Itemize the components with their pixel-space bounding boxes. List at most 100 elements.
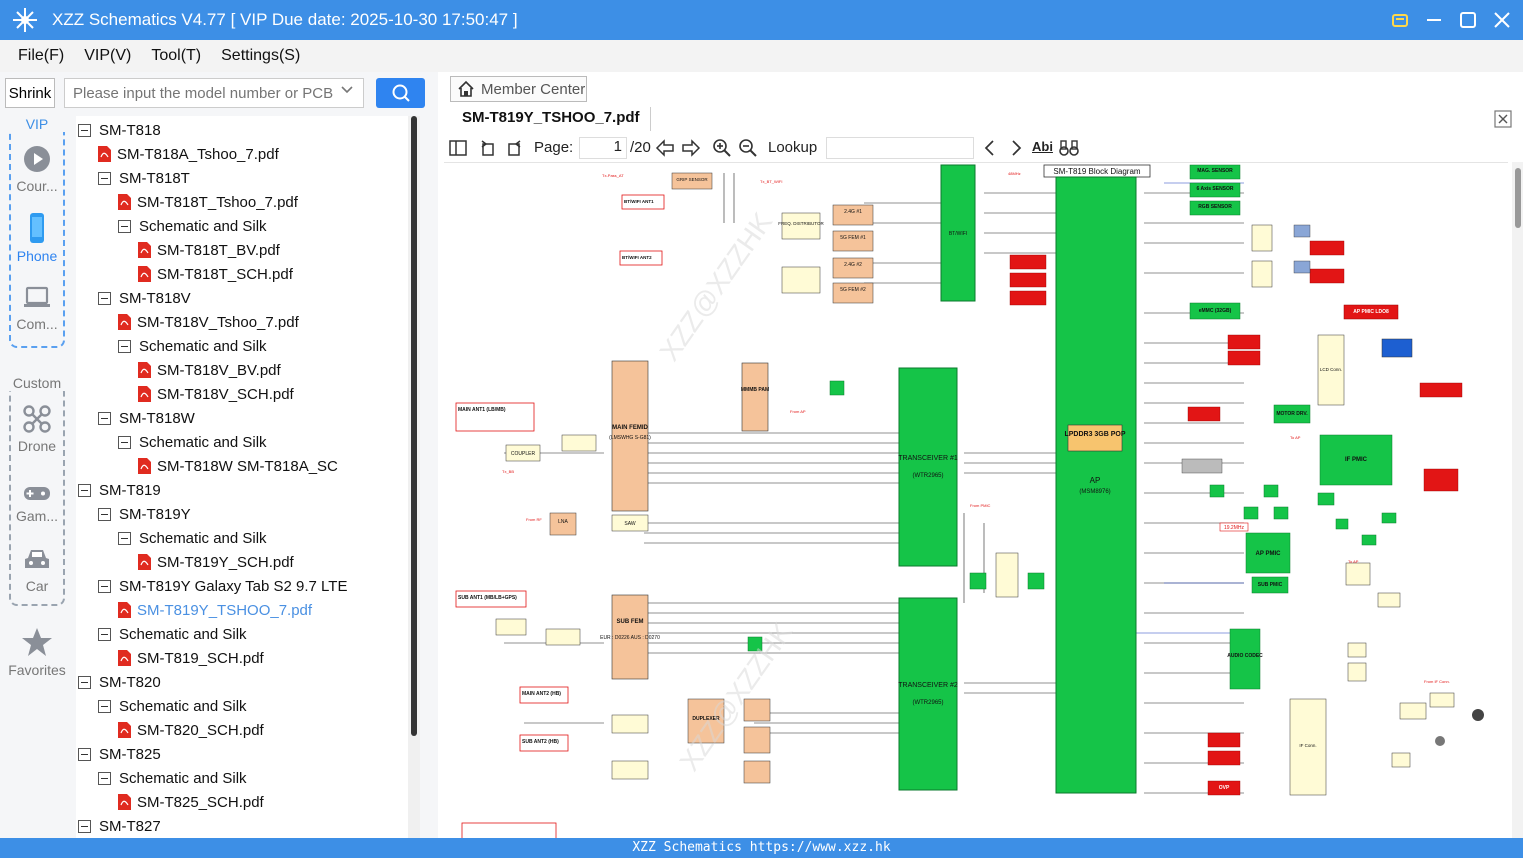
shrink-button[interactable]: Shrink xyxy=(5,78,55,108)
menu-settings[interactable]: Settings(S) xyxy=(221,47,301,64)
find-next-icon[interactable] xyxy=(1006,138,1026,158)
svg-text:Tx-Pass_AT: Tx-Pass_AT xyxy=(602,173,624,178)
minimize-icon[interactable] xyxy=(1423,9,1445,31)
tree-file[interactable]: SM-T818W SM-T818A_SC xyxy=(138,454,338,478)
tree-file[interactable]: SM-T818T_Tshoo_7.pdf xyxy=(118,190,298,214)
tree-folder[interactable]: Schematic and Silk xyxy=(98,622,247,646)
collapse-toggle-icon[interactable] xyxy=(98,411,111,425)
close-tab-icon[interactable] xyxy=(1494,110,1512,128)
tree-item-label: Schematic and Silk xyxy=(139,433,267,451)
category-phone[interactable]: Phone xyxy=(0,212,74,264)
ap-label: AP xyxy=(1090,476,1101,485)
collapse-toggle-icon[interactable] xyxy=(98,171,111,185)
viewer-toolbar: Page: 1 /20 Lookup Abi xyxy=(440,134,1523,162)
tree-item-label: SM-T819 xyxy=(99,481,161,499)
tab-current-document[interactable]: SM-T819Y_TSHOO_7.pdf xyxy=(462,109,640,126)
pdf-page[interactable]: SM-T819 Block Diagram LPDDR3 3GB POP AP … xyxy=(444,162,1508,838)
coupler-block xyxy=(505,444,541,462)
tree-folder[interactable]: Schematic and Silk xyxy=(118,526,267,550)
sidebar-toggle-icon[interactable] xyxy=(448,138,468,158)
tree-file[interactable]: SM-T820_SCH.pdf xyxy=(118,718,264,742)
tree-folder[interactable]: Schematic and Silk xyxy=(118,214,267,238)
collapse-toggle-icon[interactable] xyxy=(118,339,131,353)
phone-icon xyxy=(30,213,44,243)
tree-folder[interactable]: SM-T819Y xyxy=(98,502,191,526)
tree-file[interactable]: SM-T819Y_SCH.pdf xyxy=(138,550,294,574)
lookup-input[interactable] xyxy=(826,137,974,159)
earphone-icon xyxy=(1435,736,1445,746)
member-center-button[interactable]: Member Center xyxy=(450,76,587,102)
tree-folder[interactable]: Schematic and Silk xyxy=(98,694,247,718)
collapse-toggle-icon[interactable] xyxy=(98,507,111,521)
lookup-label: Lookup xyxy=(768,139,818,156)
collapse-toggle-icon[interactable] xyxy=(118,435,131,449)
collapse-toggle-icon[interactable] xyxy=(98,579,111,593)
chevron-down-icon[interactable] xyxy=(340,85,354,95)
collapse-toggle-icon[interactable] xyxy=(98,699,111,713)
collapse-toggle-icon[interactable] xyxy=(98,771,111,785)
rotate-left-icon[interactable] xyxy=(478,138,498,158)
collapse-toggle-icon[interactable] xyxy=(118,531,131,545)
tree-folder[interactable]: Schematic and Silk xyxy=(118,430,267,454)
tree-item-label: SM-T825 xyxy=(99,745,161,763)
menu-vip[interactable]: VIP(V) xyxy=(84,47,132,64)
tree-folder[interactable]: SM-T818T xyxy=(98,166,190,190)
page-input[interactable]: 1 xyxy=(579,137,627,159)
category-computer[interactable]: Com... xyxy=(0,284,74,332)
zoom-in-icon[interactable] xyxy=(712,138,732,158)
find-prev-icon[interactable] xyxy=(980,138,1000,158)
tree-folder[interactable]: SM-T818 xyxy=(78,118,161,142)
collapse-toggle-icon[interactable] xyxy=(78,819,91,833)
category-courses[interactable]: Cour... xyxy=(0,144,74,194)
tree-folder[interactable]: SM-T820 xyxy=(78,670,161,694)
close-icon[interactable] xyxy=(1491,9,1513,31)
tree-file[interactable]: SM-T825_SCH.pdf xyxy=(118,790,264,814)
search-input[interactable] xyxy=(64,78,364,108)
menu-tool[interactable]: Tool(T) xyxy=(151,47,202,64)
collapse-toggle-icon[interactable] xyxy=(78,747,91,761)
collapse-toggle-icon[interactable] xyxy=(78,123,91,137)
rotate-right-icon[interactable] xyxy=(504,138,524,158)
tree-file[interactable]: SM-T818A_Tshoo_7.pdf xyxy=(98,142,279,166)
vip-badge-icon[interactable] xyxy=(1389,9,1411,31)
menu-file[interactable]: File(F) xyxy=(18,47,65,64)
tree-folder[interactable]: SM-T825 xyxy=(78,742,161,766)
tree-file[interactable]: SM-T818T_BV.pdf xyxy=(138,238,280,262)
category-car[interactable]: Car xyxy=(0,546,74,594)
collapse-toggle-icon[interactable] xyxy=(78,483,91,497)
next-page-icon[interactable] xyxy=(680,138,702,158)
tree-file[interactable]: SM-T819Y_TSHOO_7.pdf xyxy=(118,598,312,622)
category-games[interactable]: Gam... xyxy=(0,482,74,524)
document-scrollbar[interactable] xyxy=(1512,162,1523,838)
document-scroll-thumb[interactable] xyxy=(1515,168,1521,228)
fem-2g1-label: 2.4G #1 xyxy=(844,209,862,215)
prev-page-icon[interactable] xyxy=(654,138,676,158)
tree-folder[interactable]: Schematic and Silk xyxy=(98,766,247,790)
category-drone[interactable]: Drone xyxy=(0,404,74,454)
tree-folder[interactable]: SM-T818V xyxy=(98,286,191,310)
tree-item-label: SM-T818A_Tshoo_7.pdf xyxy=(117,145,279,163)
tree-folder[interactable]: SM-T819Y Galaxy Tab S2 9.7 LTE xyxy=(98,574,347,598)
category-favorites[interactable]: Favorites xyxy=(0,626,74,678)
search-button[interactable] xyxy=(376,78,425,108)
freq-dist-label: FREQ. DISTRIBUTOR xyxy=(778,221,824,226)
collapse-toggle-icon[interactable] xyxy=(98,627,111,641)
tree-file[interactable]: SM-T819_SCH.pdf xyxy=(118,646,264,670)
svg-text:48MHz: 48MHz xyxy=(1008,171,1021,176)
zoom-out-icon[interactable] xyxy=(738,138,758,158)
binoculars-icon[interactable] xyxy=(1058,138,1080,158)
tree-folder[interactable]: SM-T818W xyxy=(98,406,195,430)
tree-folder[interactable]: Schematic and Silk xyxy=(118,334,267,358)
collapse-toggle-icon[interactable] xyxy=(78,675,91,689)
tree-file[interactable]: SM-T818V_Tshoo_7.pdf xyxy=(118,310,299,334)
collapse-toggle-icon[interactable] xyxy=(118,219,131,233)
tree-folder[interactable]: SM-T827 xyxy=(78,814,161,838)
maximize-icon[interactable] xyxy=(1457,9,1479,31)
tree-folder[interactable]: SM-T819 xyxy=(78,478,161,502)
tree-file[interactable]: SM-T818V_SCH.pdf xyxy=(138,382,294,406)
collapse-toggle-icon[interactable] xyxy=(98,291,111,305)
match-case-icon[interactable]: Abi xyxy=(1032,139,1053,154)
tree-file[interactable]: SM-T818T_SCH.pdf xyxy=(138,262,293,286)
tree-scroll-thumb[interactable] xyxy=(411,116,417,736)
tree-file[interactable]: SM-T818V_BV.pdf xyxy=(138,358,281,382)
